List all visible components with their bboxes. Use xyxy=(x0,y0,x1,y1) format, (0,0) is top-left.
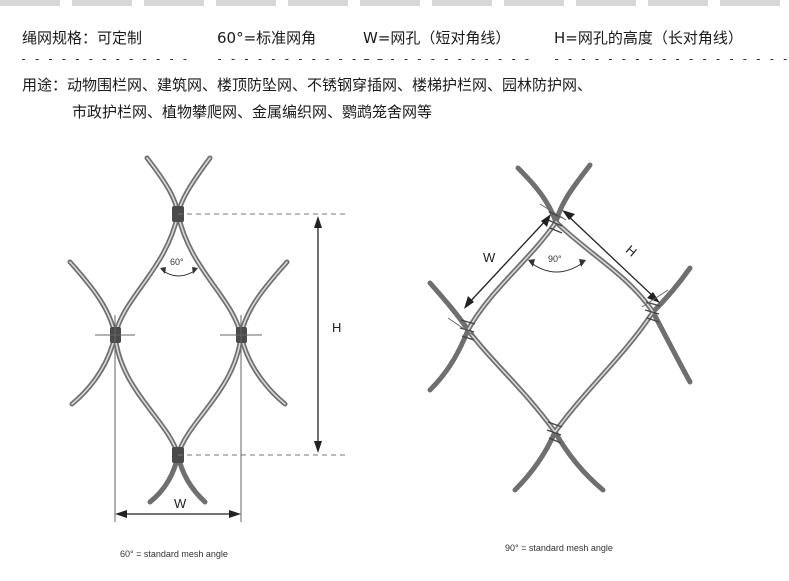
right-h-label: H xyxy=(623,242,640,260)
right-caption: 90° = standard mesh angle xyxy=(505,543,613,553)
right-h-dimension-arrow xyxy=(565,213,657,300)
right-mesh-diagram: W H 90° 90° = standard mesh angle xyxy=(427,162,693,553)
left-h-label: H xyxy=(332,320,341,335)
right-angle-label: 90° xyxy=(548,254,562,264)
left-w-label: W xyxy=(174,496,187,511)
left-mesh-diagram: H W 60° 60° = standard mesh angle xyxy=(67,155,345,559)
dash-segment: - - - - - - - - - - - - - xyxy=(20,52,189,66)
usage-line-2: 市政护栏网、植物攀爬网、金属编织网、鹦鹉笼舍网等 xyxy=(72,103,433,121)
top-decorative-line xyxy=(0,0,789,6)
spec-h-definition: H=网孔的高度（长对角线） xyxy=(554,29,743,47)
dash-segment: - - - - - - - - - - - - - xyxy=(362,52,531,66)
right-w-dimension-arrow xyxy=(466,217,549,306)
right-w-label: W xyxy=(483,250,496,265)
spec-angle: 60°=标准网角 xyxy=(217,29,317,47)
usage-text: 用途：动物围栏网、建筑网、楼顶防坠网、不锈钢穿插网、楼梯护栏网、园林防护网、 市… xyxy=(22,72,779,126)
usage-line-1: 用途：动物围栏网、建筑网、楼顶防坠网、不锈钢穿插网、楼梯护栏网、园林防护网、 xyxy=(22,76,593,94)
right-junction-twists xyxy=(459,211,661,444)
spec-w-definition: W=网孔（短对角线） xyxy=(363,29,511,47)
left-angle-arc xyxy=(161,269,197,277)
dash-segment: - - - - - - - - - - - - - - - - - - - xyxy=(553,52,789,66)
dash-segment: - - - - - - - - - - - - - xyxy=(216,52,385,66)
left-angle-label: 60° xyxy=(170,257,184,267)
right-angle-arc xyxy=(529,261,585,273)
right-mesh-wires xyxy=(427,162,693,493)
spec-label: 绳网规格：可定制 xyxy=(22,29,143,47)
left-caption: 60° = standard mesh angle xyxy=(120,549,228,559)
